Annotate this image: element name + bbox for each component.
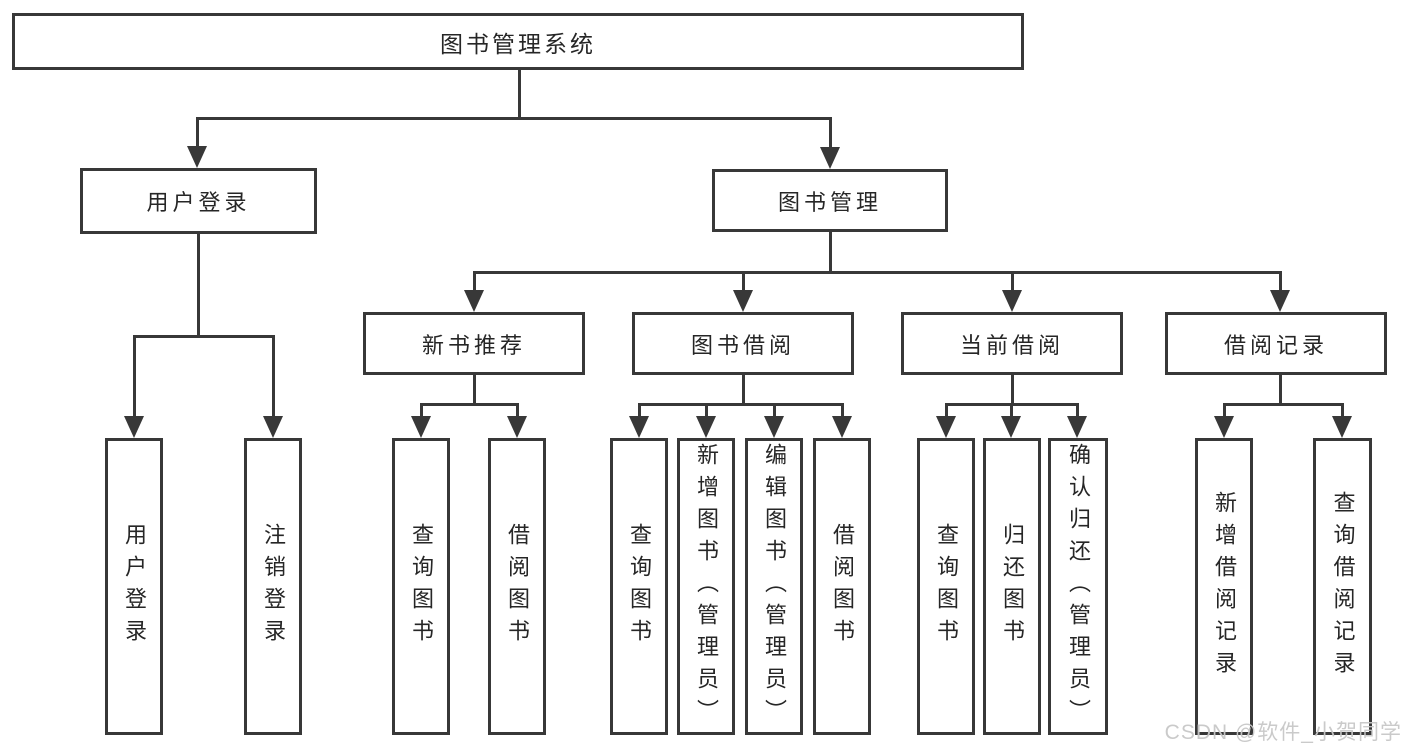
leaf-br-query-record: 查询借阅记录 (1313, 438, 1372, 735)
node-user-login-label: 用户登录 (146, 190, 251, 215)
leaf-cb-query-books-label: 查询图书 (934, 522, 959, 651)
connector-line (197, 234, 200, 338)
leaf-bb-query-books-label: 查询图书 (627, 522, 652, 651)
connector-line (473, 271, 476, 292)
arrowhead-icon (1332, 416, 1352, 438)
arrowhead-icon (629, 416, 649, 438)
arrowhead-icon (1270, 290, 1290, 312)
leaf-user-login: 用户登录 (105, 438, 163, 735)
leaf-cb-confirm-return-admin: 确认归还（管理员） (1048, 438, 1108, 735)
arrowhead-icon (820, 147, 840, 169)
connector-line (829, 117, 832, 149)
leaf-cb-confirm-return-admin-label: 确认归还（管理员） (1066, 442, 1091, 731)
leaf-nb-borrow-books-label: 借阅图书 (505, 522, 530, 651)
leaf-logout-label: 注销登录 (261, 522, 286, 651)
leaf-br-add-record: 新增借阅记录 (1195, 438, 1253, 735)
leaf-cb-query-books: 查询图书 (917, 438, 975, 735)
connector-line (742, 375, 745, 406)
arrowhead-icon (411, 416, 431, 438)
leaf-nb-borrow-books: 借阅图书 (488, 438, 546, 735)
arrowhead-icon (936, 416, 956, 438)
connector-line (773, 403, 776, 418)
connector-line (829, 232, 832, 274)
connector-line (196, 117, 199, 149)
connector-line (705, 403, 708, 418)
arrowhead-icon (1001, 416, 1021, 438)
node-user-login: 用户登录 (80, 168, 317, 234)
leaf-bb-edit-books-admin: 编辑图书（管理员） (745, 438, 803, 735)
connector-line (420, 403, 423, 418)
connector-line (518, 70, 521, 118)
leaf-bb-add-books-admin-label: 新增图书（管理员） (694, 442, 719, 731)
node-current-borrow: 当前借阅 (901, 312, 1123, 375)
connector-line (1223, 403, 1226, 418)
node-book-management: 图书管理 (712, 169, 948, 232)
arrowhead-icon (263, 416, 283, 438)
leaf-nb-query-books: 查询图书 (392, 438, 450, 735)
leaf-cb-return-books-label: 归还图书 (1000, 522, 1025, 651)
watermark: CSDN @软件_小贺同学 (1164, 721, 1402, 744)
connector-line (841, 403, 844, 418)
connector-line (1279, 375, 1282, 406)
node-new-book-recommend-label: 新书推荐 (421, 332, 526, 358)
node-root: 图书管理系统 (12, 13, 1024, 70)
leaf-br-add-record-label: 新增借阅记录 (1212, 490, 1237, 683)
arrowhead-icon (187, 146, 207, 168)
connector-line (473, 271, 1282, 274)
connector-line (133, 335, 136, 418)
connector-line (1011, 375, 1014, 406)
arrowhead-icon (832, 416, 852, 438)
arrowhead-icon (1067, 416, 1087, 438)
leaf-bb-add-books-admin: 新增图书（管理员） (677, 438, 735, 735)
arrowhead-icon (124, 416, 144, 438)
leaf-bb-borrow-books-label: 借阅图书 (830, 522, 855, 651)
connector-line (742, 271, 745, 292)
node-borrow-records-label: 借阅记录 (1223, 332, 1328, 358)
connector-line (133, 335, 275, 338)
arrowhead-icon (1002, 290, 1022, 312)
node-book-management-label: 图书管理 (777, 189, 882, 215)
connector-line (945, 403, 948, 418)
arrowhead-icon (733, 290, 753, 312)
leaf-user-login-label: 用户登录 (122, 522, 147, 651)
arrowhead-icon (696, 416, 716, 438)
leaf-nb-query-books-label: 查询图书 (409, 522, 434, 651)
arrowhead-icon (464, 290, 484, 312)
connector-line (516, 403, 519, 418)
node-current-borrow-label: 当前借阅 (959, 332, 1064, 358)
leaf-cb-return-books: 归还图书 (983, 438, 1041, 735)
connector-line (1279, 271, 1282, 292)
connector-line (1076, 403, 1079, 418)
node-book-borrow: 图书借阅 (632, 312, 854, 375)
node-new-book-recommend: 新书推荐 (363, 312, 585, 375)
leaf-bb-borrow-books: 借阅图书 (813, 438, 871, 735)
leaf-logout: 注销登录 (244, 438, 302, 735)
connector-line (1341, 403, 1344, 418)
node-borrow-records: 借阅记录 (1165, 312, 1387, 375)
connector-line (638, 403, 844, 406)
connector-line (420, 403, 519, 406)
connector-line (1223, 403, 1344, 406)
connector-line (638, 403, 641, 418)
leaf-bb-query-books: 查询图书 (610, 438, 668, 735)
node-root-label: 图书管理系统 (440, 30, 596, 57)
node-book-borrow-label: 图书借阅 (690, 332, 795, 358)
connector-line (1011, 271, 1014, 292)
connector-line (196, 117, 832, 120)
leaf-bb-edit-books-admin-label: 编辑图书（管理员） (762, 442, 787, 731)
connector-line (1010, 403, 1013, 418)
leaf-br-query-record-label: 查询借阅记录 (1330, 490, 1356, 683)
connector-line (473, 375, 476, 406)
connector-line (272, 335, 275, 418)
arrowhead-icon (764, 416, 784, 438)
arrowhead-icon (507, 416, 527, 438)
arrowhead-icon (1214, 416, 1234, 438)
